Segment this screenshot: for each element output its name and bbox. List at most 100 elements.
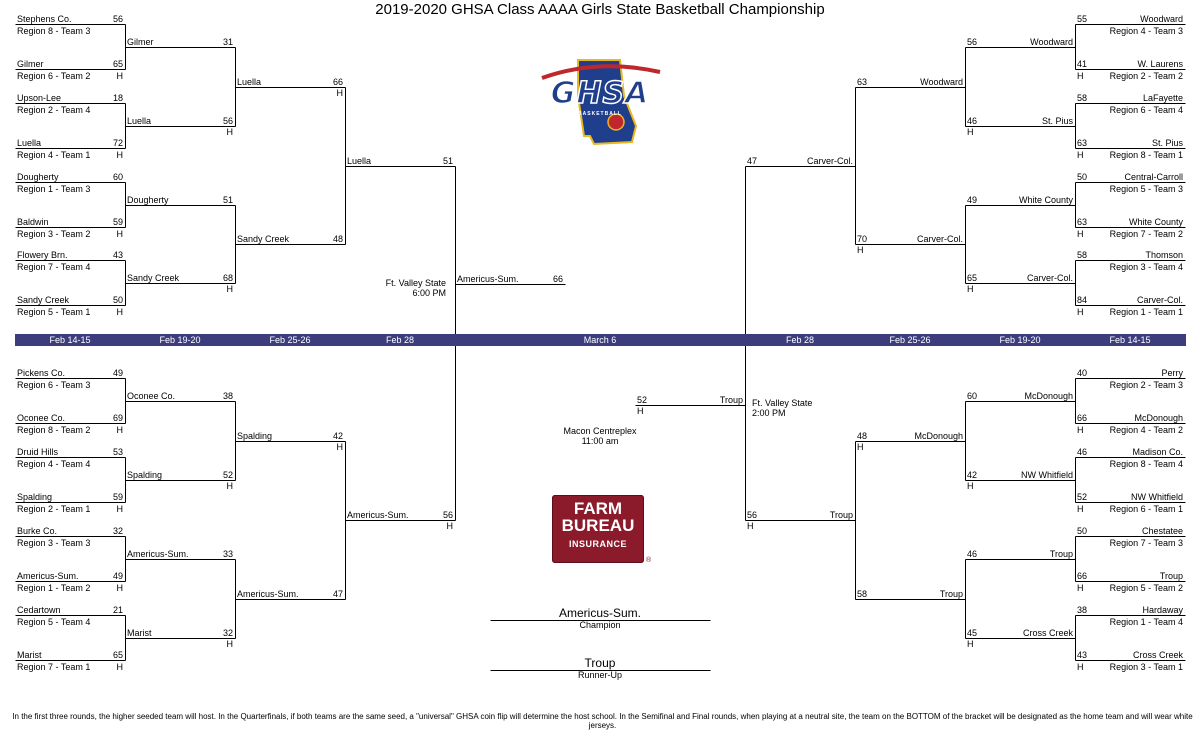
team-score: 70 — [857, 234, 868, 244]
footnote: In the first three rounds, the higher se… — [12, 712, 1193, 730]
team-seed: Region 7 - Team 3 — [1109, 538, 1183, 548]
team-score: 65 — [112, 59, 123, 69]
date-label: Feb 28 — [785, 335, 815, 345]
team-name: Americus-Sum. — [17, 571, 79, 581]
team-score: 72 — [112, 138, 123, 148]
team-score: 65 — [112, 650, 123, 660]
team-score: 60 — [967, 391, 978, 401]
team-score: 66 — [1077, 571, 1088, 581]
team-name: Troup — [939, 589, 963, 599]
team-score: 43 — [112, 250, 123, 260]
date-label: Feb 19-20 — [999, 335, 1041, 345]
team-name: LaFayette — [1142, 93, 1183, 103]
team-score: 46 — [967, 549, 978, 559]
sponsor-registered-mark: ® — [646, 557, 652, 564]
date-label: Feb 28 — [385, 335, 415, 345]
host-marker: H — [1077, 71, 1084, 81]
team-name: White County — [1018, 195, 1073, 205]
team-seed: Region 8 - Team 2 — [17, 425, 91, 435]
team-name: NW Whitfield — [1020, 470, 1073, 480]
team-name: Dougherty — [127, 195, 169, 205]
team-name: Spalding — [127, 470, 163, 480]
team-seed: Region 7 - Team 4 — [17, 262, 91, 272]
team-name: White County — [1128, 217, 1183, 227]
team-name: Sandy Creek — [17, 295, 70, 305]
team-seed: Region 3 - Team 1 — [1109, 662, 1183, 672]
team-name: Stephens Co. — [17, 14, 72, 24]
team-score: 84 — [1077, 295, 1088, 305]
team-seed: Region 1 - Team 1 — [1109, 307, 1183, 317]
team-name: Luella — [237, 77, 262, 87]
team-name: Woodward — [920, 77, 963, 87]
host-marker: H — [116, 307, 124, 317]
team-name: Burke Co. — [17, 526, 58, 536]
team-name: Americus-Sum. — [347, 510, 409, 520]
team-seed: Region 8 - Team 3 — [17, 26, 91, 36]
team-name: Luella — [347, 156, 372, 166]
team-name: Americus-Sum. — [237, 589, 299, 599]
team-score: 48 — [857, 431, 868, 441]
team-score: 18 — [112, 93, 123, 103]
host-marker: H — [1077, 662, 1084, 672]
team-name: Upson-Lee — [17, 93, 62, 103]
host-marker: H — [336, 88, 344, 98]
host-marker: H — [226, 639, 234, 649]
team-score: 49 — [967, 195, 978, 205]
ghsa-logo-graphic — [541, 59, 661, 146]
team-seed: Region 3 - Team 3 — [17, 538, 91, 548]
team-score: 59 — [112, 217, 123, 227]
host-marker: H — [637, 406, 644, 416]
host-marker: H — [116, 71, 124, 81]
runner-up-name: Troup — [584, 656, 616, 670]
venue-final-time: 11:00 am — [581, 436, 619, 446]
team-name: Troup — [1049, 549, 1073, 559]
team-score: 63 — [1077, 138, 1088, 148]
team-score: 45 — [967, 628, 978, 638]
team-name: Troup — [829, 510, 853, 520]
team-score: 21 — [112, 605, 123, 615]
team-score: 52 — [637, 395, 648, 405]
venue-right-semi-time: 2:00 PM — [752, 408, 786, 418]
team-name: Baldwin — [17, 217, 49, 227]
team-name: McDonough — [1134, 413, 1183, 423]
host-marker: H — [1077, 583, 1084, 593]
team-score: 32 — [112, 526, 123, 536]
host-marker: H — [857, 442, 864, 452]
team-score: 63 — [1077, 217, 1088, 227]
team-seed: Region 1 - Team 4 — [1109, 617, 1183, 627]
team-score: 66 — [332, 77, 343, 87]
sponsor-line3: INSURANCE — [568, 539, 627, 549]
team-name: NW Whitfield — [1130, 492, 1183, 502]
date-label: Feb 14-15 — [1109, 335, 1151, 345]
team-score: 41 — [1077, 59, 1088, 69]
team-seed: Region 4 - Team 4 — [17, 459, 91, 469]
team-seed: Region 1 - Team 3 — [17, 184, 91, 194]
team-name: Carver-Col. — [916, 234, 963, 244]
team-seed: Region 2 - Team 3 — [1109, 380, 1183, 390]
host-marker: H — [226, 481, 234, 491]
team-score: 49 — [112, 571, 123, 581]
team-name: Hardaway — [1142, 605, 1183, 615]
date-label: Feb 25-26 — [889, 335, 931, 345]
team-score: 50 — [1077, 526, 1088, 536]
team-seed: Region 6 - Team 3 — [17, 380, 91, 390]
team-name: Chestatee — [1141, 526, 1183, 536]
team-score: 43 — [1077, 650, 1088, 660]
team-seed: Region 4 - Team 1 — [17, 150, 91, 160]
team-seed: Region 5 - Team 4 — [17, 617, 91, 627]
host-marker: H — [116, 425, 124, 435]
team-score: 38 — [1077, 605, 1088, 615]
host-marker: H — [116, 150, 124, 160]
team-name: Troup — [1159, 571, 1183, 581]
ghsa-logo: GHSA BASKETBALL — [528, 56, 672, 148]
team-name: Druid Hills — [17, 447, 59, 457]
host-marker: H — [336, 442, 344, 452]
team-score: 42 — [967, 470, 978, 480]
team-seed: Region 8 - Team 4 — [1109, 459, 1183, 469]
team-score: 46 — [967, 116, 978, 126]
team-name: Spalding — [237, 431, 273, 441]
team-score: 51 — [222, 195, 233, 205]
team-name: Cross Creek — [1132, 650, 1183, 660]
team-score: 63 — [857, 77, 868, 87]
team-seed: Region 1 - Team 2 — [17, 583, 91, 593]
